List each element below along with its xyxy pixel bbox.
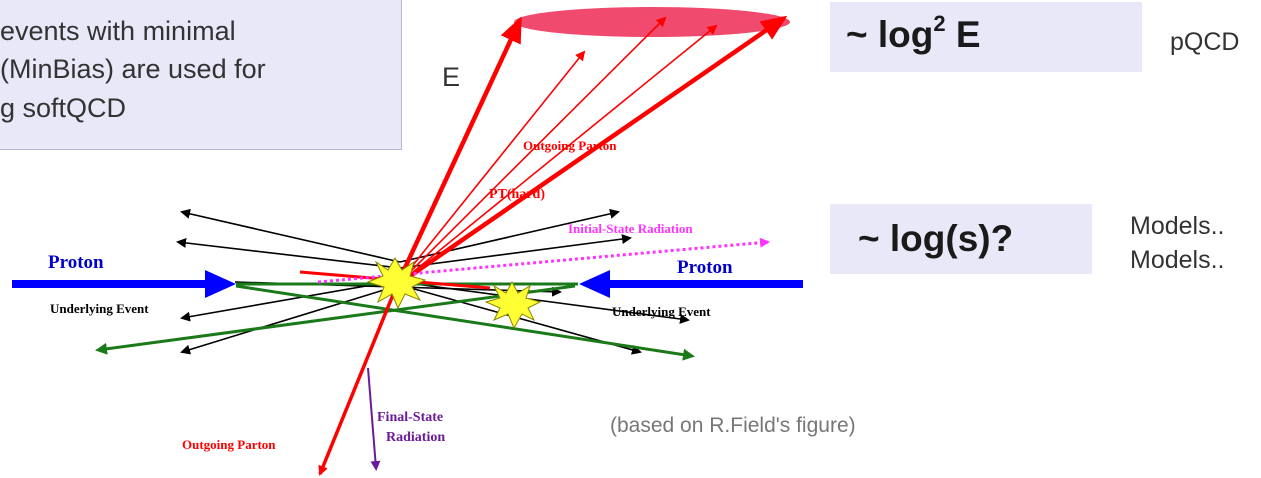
description-line-3: g softQCD: [0, 93, 127, 123]
label-models-2: Models..: [1130, 246, 1225, 274]
formula-box-top: ~ log2 E: [830, 2, 1142, 72]
ue-track-6: [180, 284, 401, 355]
description-line-2: (MinBias) are used for: [0, 54, 266, 84]
final-state-radiation-track: [367, 367, 381, 471]
ue-track-1: [180, 208, 401, 263]
underlying-event-right-label: Underlying Event: [612, 304, 711, 319]
ue-track-3: [176, 237, 401, 269]
formula-log2-e: ~ log2 E: [846, 12, 981, 55]
description-panel: events with minimal (MinBias) are used f…: [0, 0, 402, 150]
jet-track-3: [396, 24, 718, 286]
jet-track-1: [394, 16, 523, 286]
proton-right-head: [579, 270, 610, 298]
jet-cone-ellipse: [514, 7, 790, 37]
energy-label: E: [442, 62, 461, 92]
description-line-1: events with minimal: [0, 16, 236, 46]
formula-box-bottom: ~ log(s)?: [830, 204, 1092, 274]
outgoing-parton-bottom: [318, 284, 399, 476]
green-track-left: [95, 284, 576, 355]
formula-log-s: ~ log(s)?: [858, 218, 1014, 259]
jet-track-2: [396, 50, 586, 286]
outgoing-parton-bottom-label: Outgoing Parton: [182, 437, 276, 452]
outgoing-parton-jet: [299, 15, 788, 476]
fsr-label-line-2: Radiation: [386, 430, 446, 445]
pt-hard-label: PT(hard): [489, 187, 545, 202]
green-tracks: [95, 284, 695, 361]
label-pqcd: pQCD: [1170, 28, 1240, 56]
proton-left-label: Proton: [48, 252, 104, 273]
fsr-label-line-1: Final-State: [377, 410, 444, 425]
collision-starburst-1: [366, 257, 427, 310]
underlying-event-left-label: Underlying Event: [50, 301, 149, 316]
green-track-right: [235, 284, 695, 361]
proton-right-label: Proton: [677, 257, 733, 278]
outgoing-parton-top-label: Outgoing Parton: [523, 138, 617, 153]
jet-track-4: [395, 15, 788, 287]
collision-starburst-2: [484, 280, 542, 330]
ue-track-4: [399, 234, 632, 269]
jet-track-5: [396, 16, 667, 286]
isr-label: Initial-State Radiation: [568, 221, 693, 236]
label-models-1: Models..: [1130, 212, 1225, 240]
formula-prefix: ~ log: [846, 14, 934, 55]
figure-credit: (based on R.Field's figure): [610, 414, 856, 437]
proton-left-head: [205, 270, 236, 298]
formula-exponent: 2: [933, 10, 946, 36]
formula-suffix: E: [945, 14, 981, 55]
